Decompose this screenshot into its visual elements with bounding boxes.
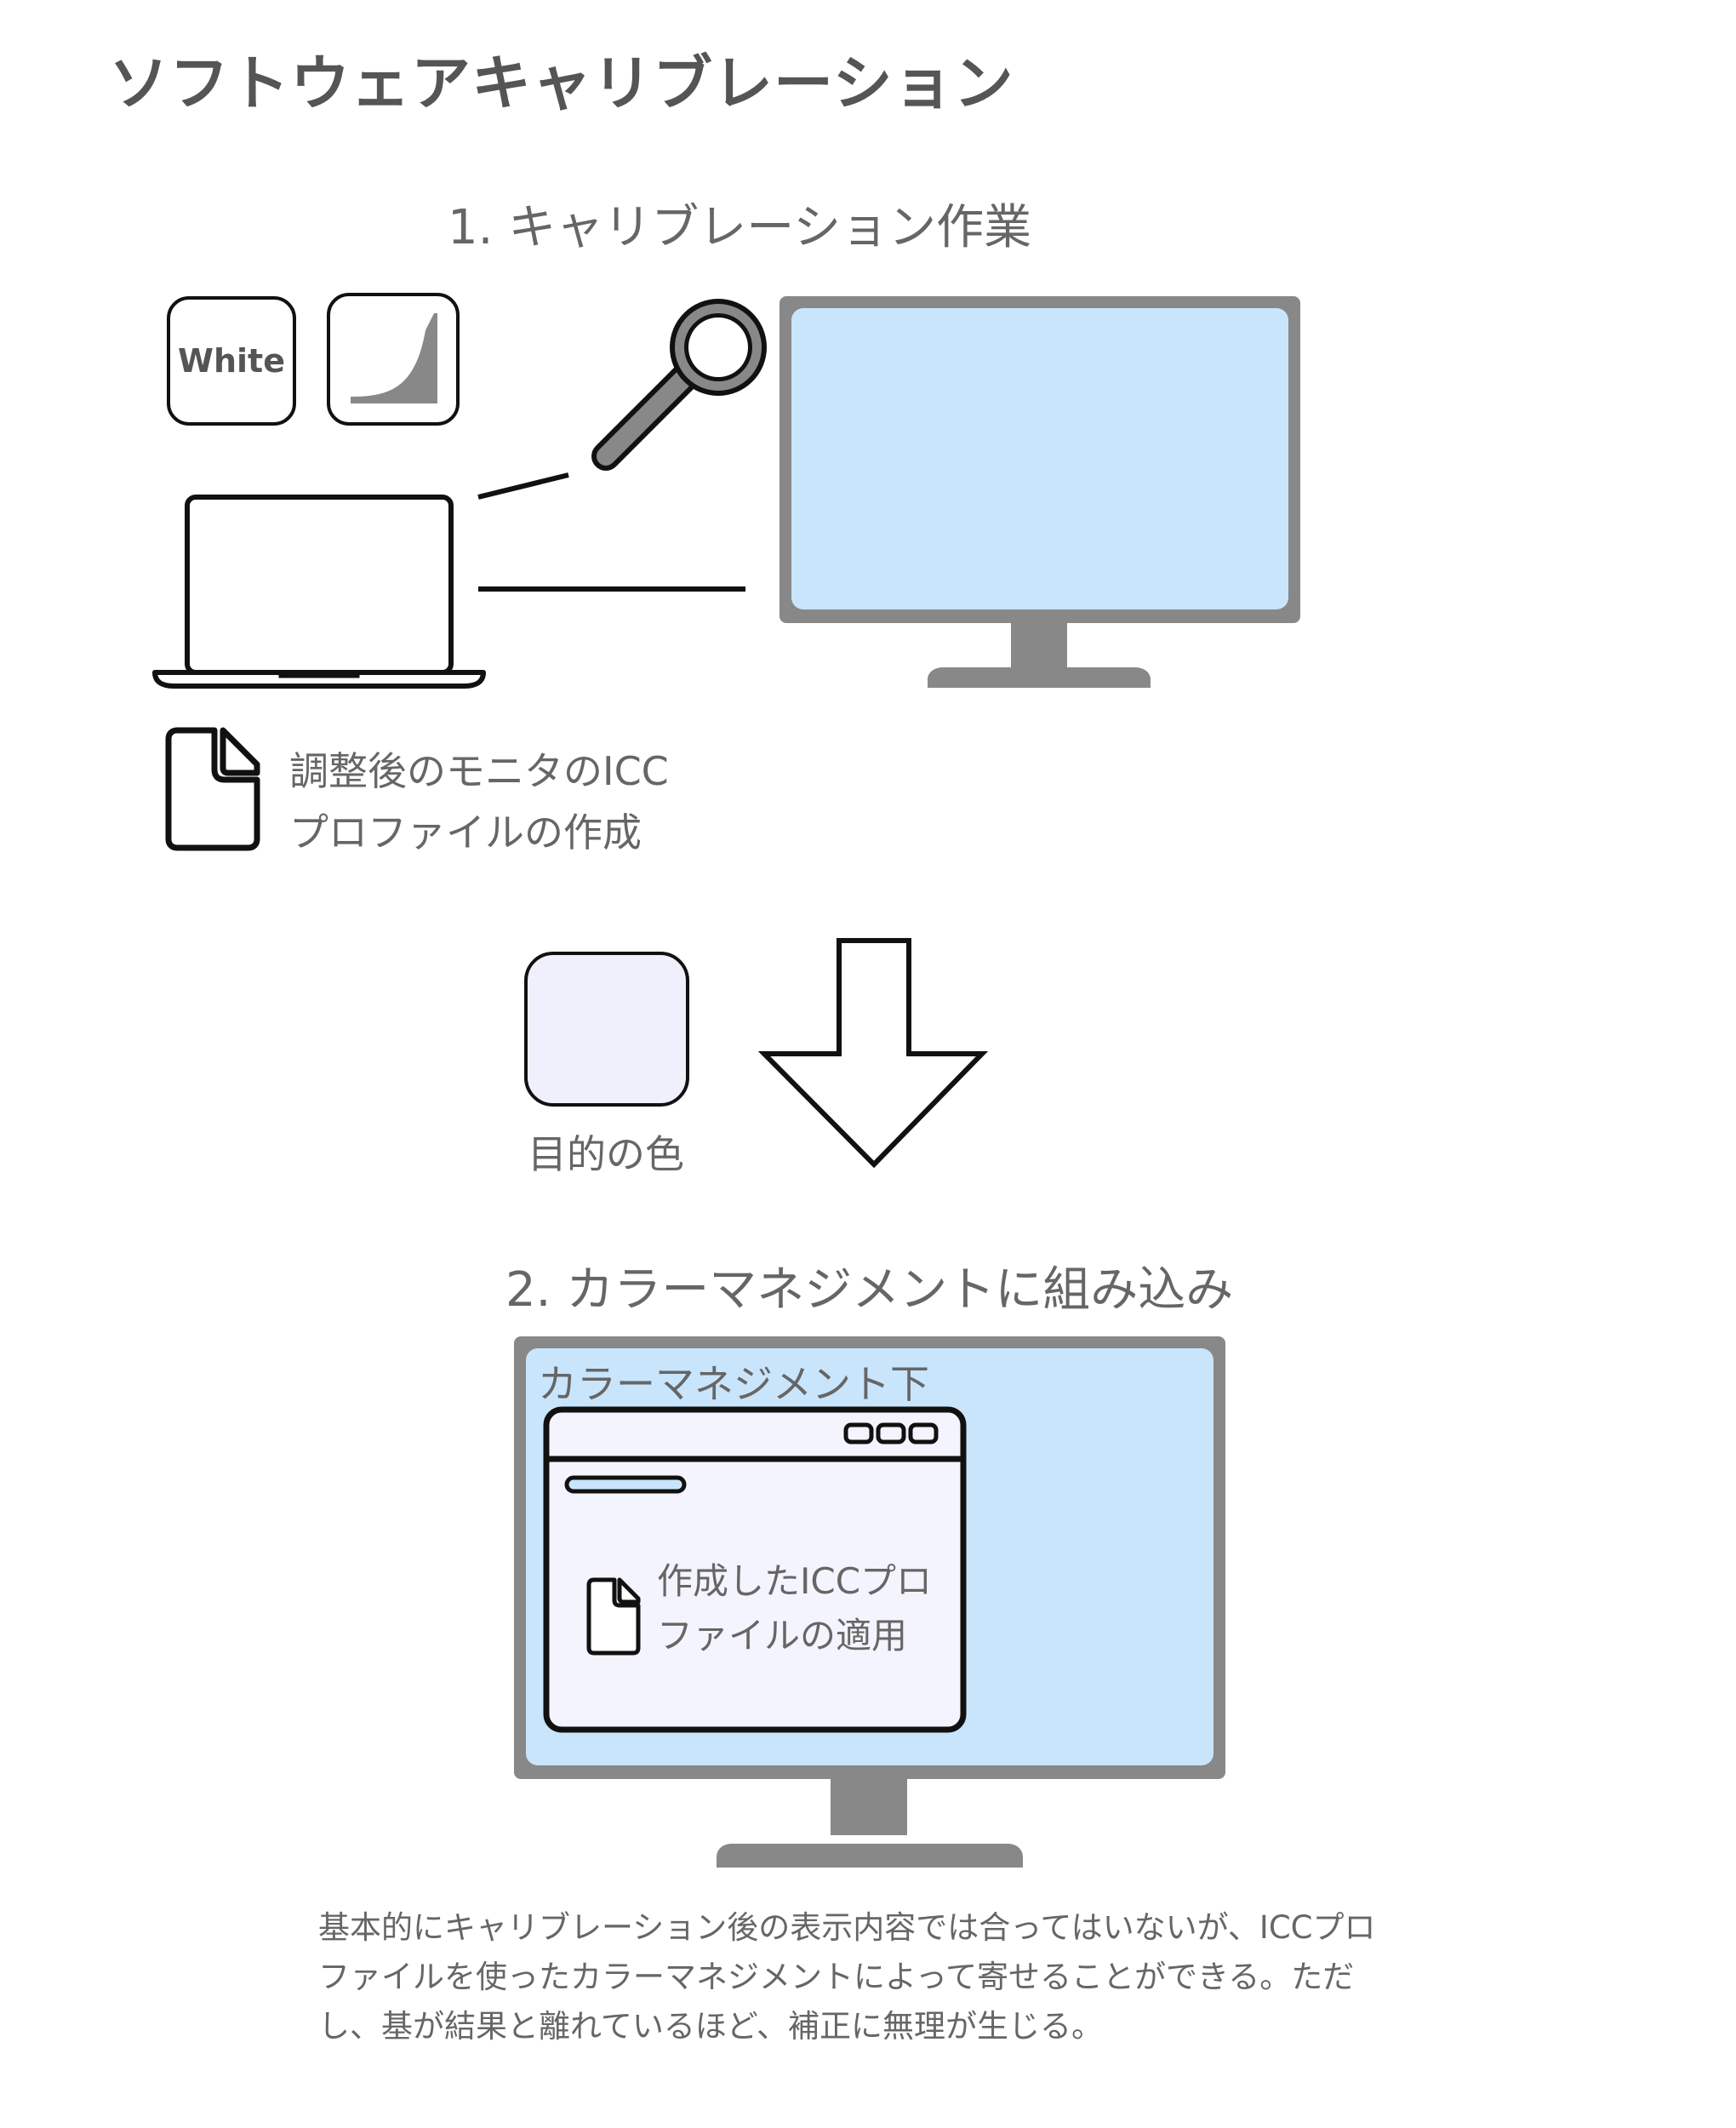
target-color-label: 目的の色 [528, 1131, 684, 1177]
note-line: 基本的にキャリブレーション後の表示内容では合ってはいないが、ICCプロ [318, 1909, 1376, 1946]
step1-heading: 1. キャリブレーション作業 [448, 200, 1032, 255]
window-text-line: ファイルの適用 [657, 1615, 908, 1656]
app-window-icon [543, 1406, 967, 1733]
window-control [876, 1422, 906, 1444]
white-point-card: White [167, 296, 296, 426]
tone-curve-card [327, 293, 460, 426]
profile-label: 調整後のモニタのICC プロファイルの作成 [289, 741, 669, 863]
screen-label: カラーマネジメント下 [538, 1361, 929, 1407]
window-document-icon [586, 1577, 641, 1656]
connector-lines [477, 472, 745, 592]
window-tab-bar [564, 1475, 687, 1494]
profile-label-line: 調整後のモニタのICC [289, 748, 669, 794]
note-line: ファイルを使ったカラーマネジメントによって寄せることができる。ただ [318, 1959, 1355, 1995]
explanation-note: 基本的にキャリブレーション後の表示内容では合ってはいないが、ICCプロ ファイル… [318, 1903, 1442, 2051]
laptop-icon [152, 495, 486, 689]
magnifier-icon [591, 299, 767, 471]
target-color-swatch [524, 952, 689, 1107]
monitor-icon [779, 296, 1300, 688]
page-title: ソフトウェアキャリブレーション [109, 49, 1014, 118]
window-control [908, 1422, 939, 1444]
tone-curve-icon [351, 313, 437, 403]
window-text-line: 作成したICCプロ [657, 1560, 933, 1602]
window-text: 作成したICCプロ ファイルの適用 [657, 1554, 932, 1663]
step2-heading: 2. カラーマネジメントに組み込み [505, 1262, 1234, 1318]
document-icon [165, 727, 260, 851]
connector-to-magnifier [477, 472, 569, 500]
white-card-label: White [178, 342, 285, 380]
profile-label-line: プロファイルの作成 [289, 809, 642, 855]
window-control [843, 1422, 874, 1444]
down-arrow-icon [757, 938, 989, 1169]
note-line: し、基が結果と離れているほど、補正に無理が生じる。 [318, 2008, 1104, 2045]
